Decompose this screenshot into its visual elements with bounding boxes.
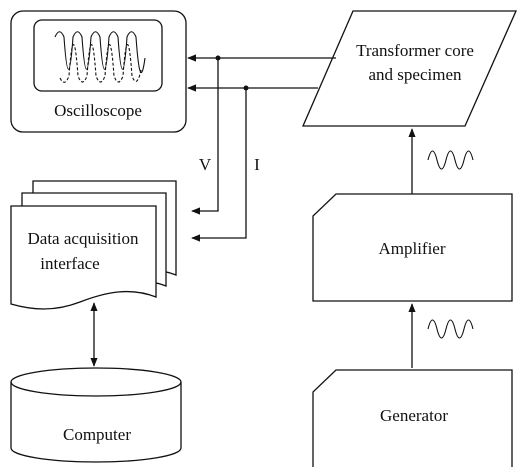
transformer-label-line2: and specimen — [369, 65, 462, 84]
current-label: I — [254, 155, 260, 174]
generator-label: Generator — [380, 406, 448, 425]
computer-cylinder-top — [10, 367, 182, 397]
oscilloscope-block: Oscilloscope — [10, 10, 187, 133]
computer-cylinder-body — [10, 382, 182, 463]
generator-block: Generator — [312, 369, 513, 467]
computer-label: Computer — [63, 425, 131, 444]
generator-shape — [312, 369, 513, 467]
transformer-block: Transformer core and specimen — [302, 10, 517, 127]
oscilloscope-trace-current — [59, 43, 142, 83]
amplifier-shape — [312, 193, 513, 302]
daq-sheet-front — [10, 205, 157, 310]
oscilloscope-screen — [33, 19, 163, 92]
amplifier-label: Amplifier — [378, 239, 445, 258]
amplified-signal-wave-icon — [427, 150, 474, 170]
oscilloscope-body — [10, 10, 187, 133]
voltage-label: V — [199, 155, 212, 174]
signal-lines: V I — [187, 54, 336, 242]
transformer-shape — [302, 10, 517, 127]
current-line-to-daq — [191, 88, 247, 242]
voltage-line-to-daq — [191, 58, 219, 215]
daq-block: Data acquisition interface — [10, 180, 177, 310]
generator-signal-wave-icon — [427, 319, 474, 339]
amplifier-block: Amplifier — [312, 193, 513, 302]
oscilloscope-label: Oscilloscope — [54, 101, 142, 120]
computer-block: Computer — [10, 367, 182, 463]
transformer-label-line1: Transformer core — [356, 41, 474, 60]
daq-label-line2: interface — [40, 254, 99, 273]
daq-label-line1: Data acquisition — [28, 229, 139, 248]
